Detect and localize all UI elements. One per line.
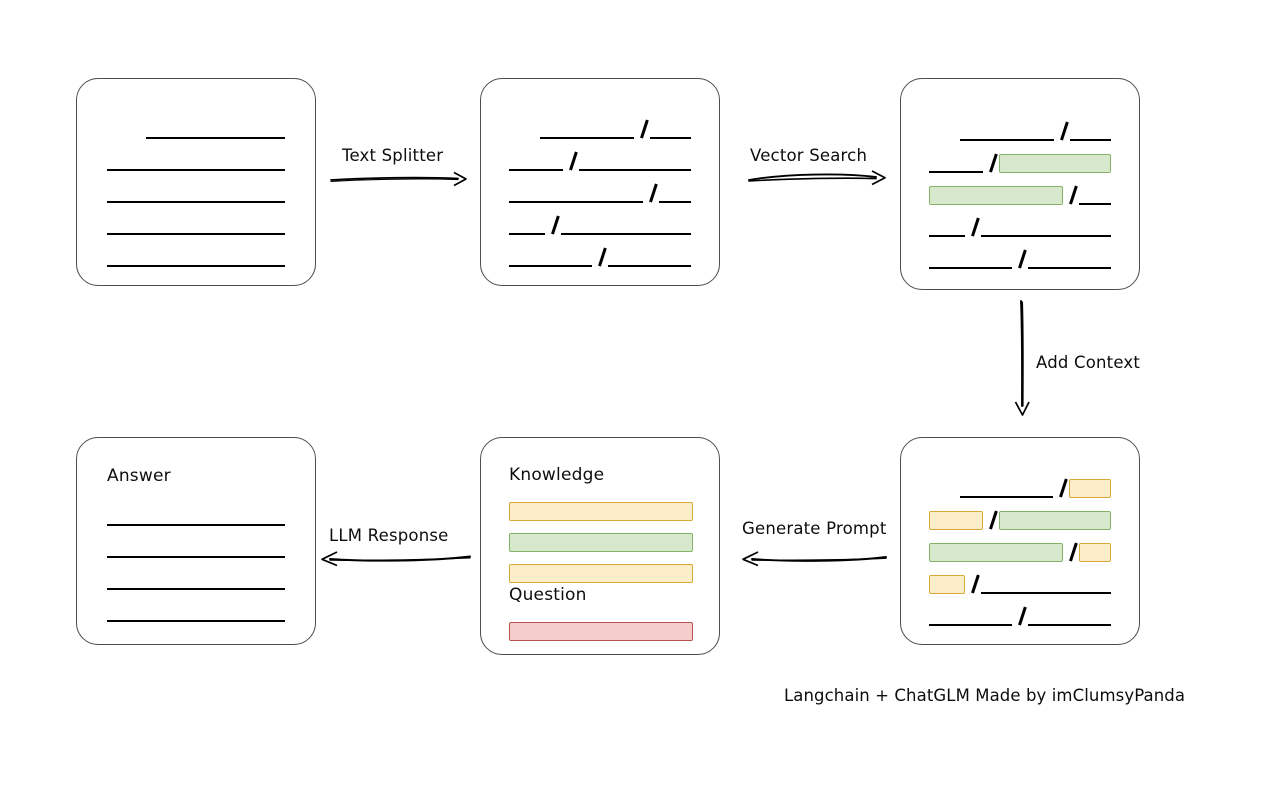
text-line — [929, 508, 1111, 530]
arrow-text-splitter — [330, 168, 470, 188]
line-rule — [509, 245, 592, 267]
context-chunk-highlight — [929, 575, 966, 594]
diagram-caption: Langchain + ChatGLM Made by imClumsyPand… — [784, 686, 1186, 705]
line-rule — [929, 247, 1012, 269]
line-rule — [107, 181, 285, 203]
line-rule — [107, 213, 285, 235]
arrow-generate-prompt — [740, 548, 888, 568]
line-rule — [146, 117, 285, 139]
line-rule — [1069, 119, 1112, 141]
line-rule — [981, 572, 1111, 594]
text-line — [107, 536, 285, 558]
line-rule — [981, 215, 1111, 237]
knowledge-bar — [509, 564, 693, 583]
line-rule — [509, 149, 564, 171]
text-line — [509, 149, 691, 171]
question-bar — [509, 622, 693, 641]
text-line — [929, 151, 1111, 173]
knowledge-label: Knowledge — [509, 465, 605, 485]
line-rule — [509, 181, 643, 203]
text-line — [929, 604, 1111, 626]
line-rule — [658, 181, 692, 203]
context-chunk-highlight — [1069, 479, 1111, 498]
card-answer[interactable]: Answer — [76, 437, 316, 645]
card-vector-matched-chunks[interactable] — [900, 78, 1140, 290]
vector-matched-lines — [929, 107, 1112, 269]
matched-chunk-highlight — [999, 154, 1111, 173]
context-chunk-highlight — [1078, 543, 1111, 562]
line-rule — [579, 149, 691, 171]
matched-chunk-highlight — [929, 186, 1063, 205]
knowledge-bar — [509, 502, 693, 521]
line-indent — [107, 117, 146, 139]
text-line — [929, 215, 1111, 237]
card-prompt[interactable]: Knowledge Question — [480, 437, 720, 655]
context-added-lines — [929, 464, 1111, 626]
line-indent — [509, 117, 540, 139]
text-line — [509, 213, 691, 235]
matched-chunk-highlight — [929, 543, 1063, 562]
text-line — [929, 183, 1112, 205]
line-rule — [608, 245, 691, 267]
line-rule — [929, 604, 1012, 626]
arrow-vector-search — [748, 166, 888, 188]
arrow-add-context — [1010, 300, 1036, 418]
text-line — [107, 181, 285, 203]
text-line — [509, 245, 691, 267]
answer-lines — [107, 504, 285, 624]
card-split-chunks[interactable] — [480, 78, 720, 286]
text-line — [107, 213, 285, 235]
context-chunk-highlight — [929, 511, 984, 530]
text-line — [509, 117, 691, 139]
line-rule — [649, 117, 692, 139]
line-rule — [1078, 183, 1112, 205]
arrow-llm-response — [320, 548, 472, 568]
matched-chunk-highlight — [999, 511, 1111, 530]
line-indent — [929, 476, 960, 498]
line-rule — [929, 151, 984, 173]
text-line — [107, 568, 285, 590]
text-line — [929, 476, 1111, 498]
text-line — [107, 149, 285, 171]
line-rule — [107, 504, 285, 526]
line-rule — [1028, 247, 1111, 269]
split-chunks-lines — [509, 105, 692, 267]
arrow-generate-prompt-label: Generate Prompt — [742, 519, 887, 538]
text-line — [107, 117, 285, 139]
arrow-add-context-label: Add Context — [1036, 353, 1141, 372]
text-line — [929, 247, 1111, 269]
text-line — [929, 540, 1111, 562]
line-rule — [107, 149, 285, 171]
arrow-text-splitter-label: Text Splitter — [342, 146, 444, 165]
text-line — [107, 504, 285, 526]
line-rule — [509, 213, 546, 235]
line-rule — [107, 245, 285, 267]
source-document-lines — [107, 105, 285, 267]
answer-label: Answer — [107, 466, 171, 486]
knowledge-bar — [509, 533, 693, 552]
line-rule — [959, 476, 1054, 498]
line-rule — [959, 119, 1054, 141]
text-line — [509, 181, 692, 203]
line-indent — [929, 119, 960, 141]
text-line — [107, 600, 285, 622]
line-rule — [929, 215, 966, 237]
text-line — [929, 572, 1111, 594]
card-context-added-chunks[interactable] — [900, 437, 1140, 645]
question-label: Question — [509, 585, 587, 605]
line-rule — [561, 213, 691, 235]
arrow-vector-search-label: Vector Search — [750, 146, 868, 165]
line-rule — [539, 117, 634, 139]
line-rule — [1028, 604, 1111, 626]
line-rule — [107, 600, 285, 622]
arrow-llm-response-label: LLM Response — [329, 526, 449, 545]
line-rule — [107, 568, 285, 590]
card-source-document[interactable] — [76, 78, 316, 286]
text-line — [929, 119, 1111, 141]
line-rule — [107, 536, 285, 558]
text-line — [107, 245, 285, 267]
